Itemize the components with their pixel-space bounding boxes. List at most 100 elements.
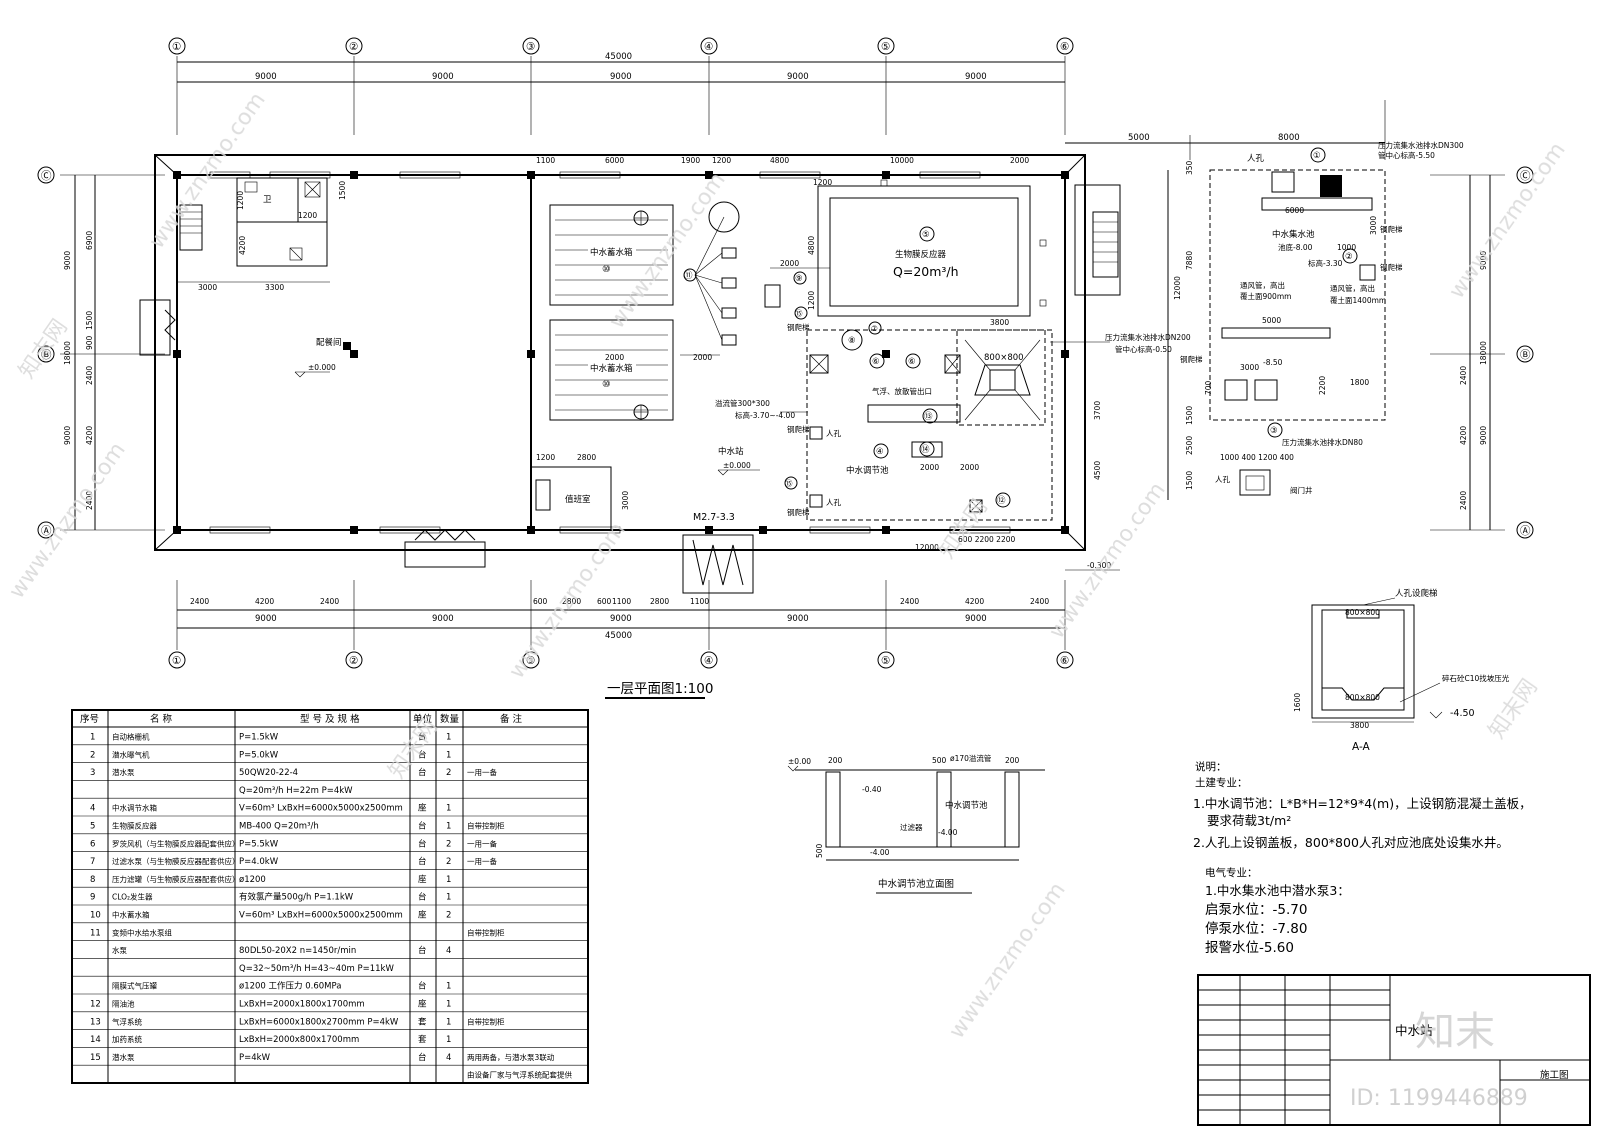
table-cell-spec: P=4kW (239, 1053, 271, 1063)
table-cell-spec: 有效氯产量500g/h P=1.1kW (239, 892, 354, 903)
pool-elevation: ±0.00 -0.40 -4.00 -4.00 ø170溢流管 中水调节池 过滤… (787, 753, 1045, 894)
svg-text:600: 600 (533, 597, 548, 606)
svg-text:3000: 3000 (621, 491, 630, 510)
dim-bay-3: 9000 (610, 72, 632, 82)
table-cell-unit: 台 (418, 838, 427, 849)
svg-text:200: 200 (1005, 756, 1020, 765)
elev-l2: -4.00 (938, 828, 958, 837)
table-cell-spec: ø1200 (239, 875, 266, 885)
dim-bay-1: 9000 (255, 72, 277, 82)
table-cell-remark: 由设备厂家与气浮系统配套提供 (467, 1070, 572, 1080)
elev-filter: 过滤器 (900, 822, 923, 832)
svg-text:18000: 18000 (63, 341, 72, 365)
label-15b: ⑮ (785, 479, 793, 488)
axis-6-bottom: ⑥ (1060, 655, 1069, 667)
pool-no: ④ (876, 447, 884, 457)
svg-text:2000: 2000 (920, 463, 939, 472)
svg-text:6000: 6000 (605, 156, 624, 165)
sump-title: 中水集水池 (1272, 229, 1315, 240)
notes-e2: 启泵水位：-5.70 (1205, 902, 1307, 918)
svg-text:1500: 1500 (1185, 406, 1194, 425)
svg-text:1100: 1100 (690, 597, 709, 606)
table-cell-unit: 座 (418, 874, 427, 885)
titleblock-sheet: 施工图 (1540, 1069, 1569, 1081)
distribution-room: 配餐间 ±0.000 (294, 338, 351, 378)
svg-text:9000: 9000 (1479, 251, 1488, 270)
svg-text:1500: 1500 (1185, 471, 1194, 490)
table-cell-name: 隔油池 (112, 999, 135, 1009)
svg-text:2400: 2400 (320, 597, 339, 606)
label-11: ⑪ (684, 271, 693, 281)
table-cell-no: 4 (90, 804, 95, 814)
tank1-label: 中水蓄水箱 (590, 247, 633, 258)
label-8: ⑧ (848, 336, 856, 346)
table-cell-unit: 座 (418, 999, 427, 1010)
storage-tanks: 中水蓄水箱 ⑩ 中水蓄水箱 ⑩ 2000 (549, 204, 674, 421)
table-cell-remark: 两用两备，与潜水泵3联动 (467, 1052, 555, 1062)
svg-text:1900: 1900 (681, 156, 700, 165)
table-cell-unit: 台 (418, 892, 427, 903)
table-cell-unit: 台 (418, 821, 427, 832)
notes-civil: 土建专业： (1195, 776, 1248, 789)
dim-bay-b2: 9000 (432, 614, 454, 624)
dim-bay-5: 9000 (965, 72, 987, 82)
svg-text:1200: 1200 (536, 453, 555, 462)
dim-total-top: 45000 (605, 52, 632, 62)
notes-c1: 1.中水调节池：L*B*H=12*9*4(m)，上设钢筋混凝土盖板， (1193, 796, 1532, 811)
svg-text:www.znzmo.com: www.znzmo.com (144, 88, 270, 253)
table-cell-qty: 1 (446, 893, 451, 903)
sump-ladder-c: 钢爬梯 (1180, 354, 1203, 364)
aa-box-top: 800×800 (1345, 608, 1380, 617)
table-cell-qty: 1 (446, 822, 451, 832)
table-cell-name: 过滤水泵（与生物膜反应器配套供应） (112, 856, 240, 866)
svg-text:3700: 3700 (1093, 401, 1102, 420)
notes: 说明： 土建专业： 1.中水调节池：L*B*H=12*9*4(m)，上设钢筋混凝… (1193, 760, 1532, 956)
svg-text:2400: 2400 (900, 597, 919, 606)
sump-n3: ③ (1270, 426, 1278, 436)
elev-level0: ±0.00 (788, 757, 811, 766)
svg-text:www.znzmo.com: www.znzmo.com (4, 438, 130, 603)
table-cell-no: 2 (90, 750, 95, 760)
svg-text:700: 700 (1204, 380, 1213, 395)
sump-n1: ① (1313, 151, 1321, 161)
svg-text:2000: 2000 (780, 259, 799, 268)
table-cell-qty: 1 (446, 1000, 451, 1010)
table-cell-unit: 台 (418, 945, 427, 956)
table-cell-unit: 座 (418, 803, 427, 814)
table-cell-spec: P=5.5kW (239, 839, 279, 849)
svg-text:www.znzmo.com: www.znzmo.com (1044, 478, 1170, 643)
vent1b: 覆土面900mm (1240, 291, 1291, 301)
table-cell-spec: LxBxH=2000x800x1700mm (239, 1035, 359, 1045)
sump-dn80: 压力流集水池排水DN80 (1282, 437, 1363, 447)
regulating-pool: 800×800 3800 ⑬ ⑭ 2000 2000 ④ 中水调节池 ⑫ ⑦ ⑥… (715, 306, 1191, 552)
notes-c1b: 要求荷载3t/m² (1207, 813, 1291, 828)
label-15a: ⑮ (795, 309, 803, 318)
svg-text:1200: 1200 (712, 156, 731, 165)
svg-text:1200: 1200 (807, 291, 816, 310)
table-cell-qty: 1 (446, 750, 451, 760)
table-cell-name: 水泵 (112, 945, 127, 955)
axis-c-left: Ⓒ (41, 170, 52, 182)
table-cell-spec: ø1200 工作压力 0.60MPa (239, 981, 341, 992)
table-cell-name: 压力滤罐（与生物膜反应器配套供应） (112, 874, 240, 884)
table-cell-no: 5 (90, 822, 95, 832)
table-cell-qty: 2 (446, 839, 451, 849)
notes-e3: 停泵水位：-7.80 (1205, 920, 1307, 937)
svg-text:200: 200 (828, 756, 843, 765)
sump-pump-level: 标高-3.30 (1308, 258, 1343, 268)
table-cell-no: 10 (90, 911, 101, 921)
table-cell-unit: 台 (418, 1052, 427, 1063)
axis-1-bottom: ① (172, 655, 181, 667)
svg-text:知末网: 知末网 (1484, 675, 1542, 743)
axis-6-top: ⑥ (1060, 41, 1069, 53)
aeration: 气浮、放散管出口 (872, 386, 932, 396)
tank2-no: ⑩ (602, 379, 611, 390)
dim-8000: 8000 (1278, 133, 1300, 143)
svg-text:500: 500 (815, 843, 824, 858)
sump-ladder-b: 钢爬梯 (1380, 262, 1403, 272)
svg-text:3800: 3800 (990, 318, 1009, 327)
svg-text:2400: 2400 (85, 366, 94, 385)
svg-text:知末网: 知末网 (384, 715, 442, 783)
